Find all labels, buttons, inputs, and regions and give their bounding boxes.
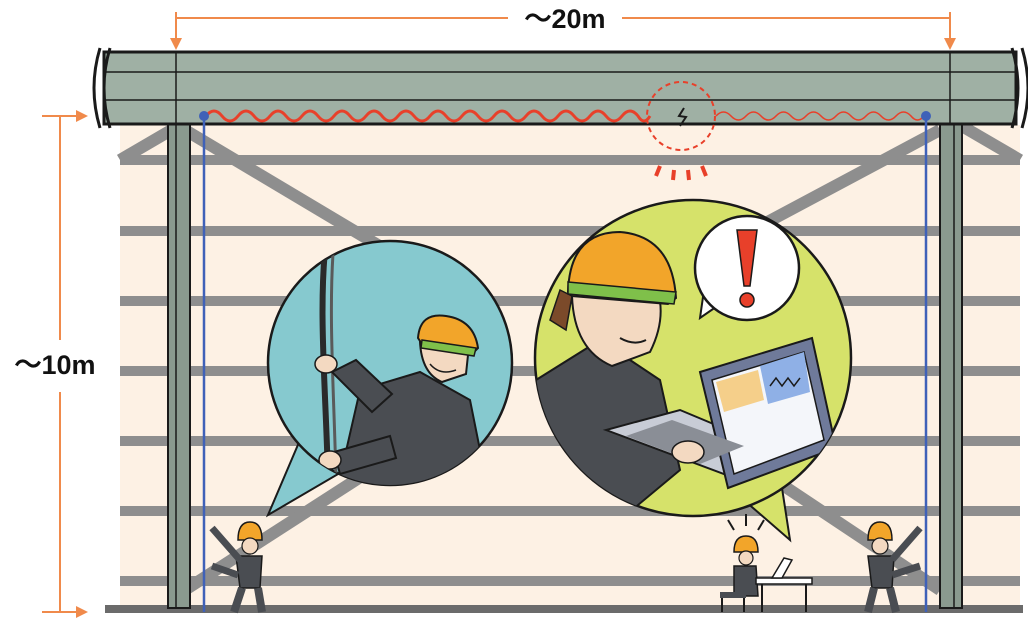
worker-right <box>864 521 923 613</box>
worker-left <box>209 521 266 614</box>
height-dimension <box>42 110 88 618</box>
signal-wave-strong <box>204 109 652 123</box>
crane-beam <box>92 47 1028 129</box>
helmet-icon <box>416 314 480 357</box>
sensor-lines <box>199 111 931 612</box>
right-column <box>939 117 963 609</box>
fault-marker-icon <box>646 81 716 181</box>
height-label: ～10m <box>14 350 95 380</box>
helmet-icon <box>566 230 678 306</box>
signal-wave-weak <box>715 111 925 121</box>
floor <box>105 605 1023 613</box>
worker-at-desk <box>720 514 813 612</box>
left-column <box>167 117 191 609</box>
left-zoom-bubble <box>265 239 514 518</box>
laptop-icon <box>602 336 838 490</box>
width-label: ～20m <box>524 4 605 34</box>
alert-exclamation-icon <box>693 214 801 322</box>
width-dimension <box>170 12 956 50</box>
